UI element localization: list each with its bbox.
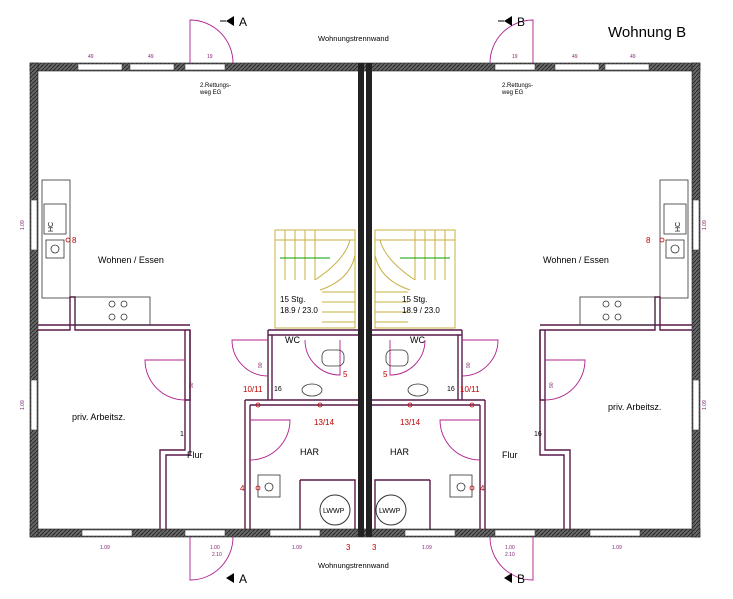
room-har-right: HAR: [390, 447, 410, 457]
lwwp-units: [319, 494, 407, 526]
room-arbeit-right: priv. Arbeitsz.: [608, 402, 661, 412]
hc-left: HC: [48, 222, 55, 232]
room-wohnen-left: Wohnen / Essen: [98, 255, 164, 265]
marker-5-left: 5: [343, 370, 348, 379]
party-wall-label-top: Wohnungstrennwand: [318, 34, 389, 43]
stairs-count-right: 15 Stg.: [402, 295, 427, 304]
marker-5-right: 5: [383, 370, 388, 379]
dim-bot-6: 1.09: [612, 545, 622, 551]
stairs-count-left: 15 Stg.: [280, 295, 305, 304]
dim-flur-door-right: 90: [549, 382, 555, 388]
stairs-right: [374, 229, 456, 329]
room-wc-right: WC: [410, 335, 425, 345]
marker-1314-right: 13/14: [400, 418, 421, 427]
lwwp-left: LWWP: [323, 508, 345, 515]
dim-side-right-2: 1.09: [702, 400, 708, 410]
doors: [144, 19, 586, 581]
party-wall-label-bottom: Wohnungstrennwand: [318, 561, 389, 570]
kitchen-left: [41, 179, 151, 326]
section-arrows: [220, 16, 512, 583]
mark-16-left: 16: [274, 386, 282, 393]
room-wohnen-right: Wohnen / Essen: [543, 255, 609, 265]
dim-bot-2: 1.00: [210, 545, 220, 551]
dim-bot-1: 1.09: [100, 545, 110, 551]
mark-16-flur-right: 16: [534, 431, 542, 438]
marker-4-right: 4: [480, 484, 485, 493]
marker-4-left: 4: [240, 484, 245, 493]
stairs-left: [274, 229, 356, 329]
rescue-route-left-1: 2.Rettungs-: [200, 83, 231, 89]
room-har-left: HAR: [300, 447, 320, 457]
rescue-route-left-2: weg EG: [199, 90, 222, 96]
dim-wc-door-right: 90: [466, 362, 472, 368]
plan-title: Wohnung B: [608, 24, 686, 41]
lwwp-right: LWWP: [379, 508, 401, 515]
mark-1-left: 1: [180, 431, 184, 438]
section-mark-a-bottom: A: [239, 572, 247, 586]
rescue-route-right-2: weg EG: [501, 90, 524, 96]
dim-flur-door-left: 90: [189, 382, 195, 388]
outer-walls: [29, 62, 701, 538]
wc-fixtures: [257, 349, 473, 498]
hc-right: HC: [675, 222, 682, 232]
mark-16-right: 16: [447, 386, 455, 393]
dim-side-right-1: 1.09: [702, 220, 708, 230]
dim-top-3: 49: [572, 54, 578, 60]
marker-3-left: 3: [346, 543, 351, 552]
dim-wc-door-left: 90: [258, 362, 264, 368]
room-flur-right: Flur: [502, 450, 518, 460]
kitchen-right: [579, 179, 689, 326]
electrical-markers: [65, 237, 665, 491]
stairs-dim-left: 18.9 / 23.0: [280, 306, 318, 315]
windows: [30, 63, 700, 537]
dim-door-h-left: 2.10: [212, 552, 222, 558]
rescue-route-right-1: 2.Rettungs-: [502, 83, 533, 89]
marker-8-left: 8: [72, 236, 77, 245]
stairs-dim-right: 18.9 / 23.0: [402, 306, 440, 315]
section-mark-b-bottom: B: [517, 572, 525, 586]
party-wall: [358, 63, 364, 537]
dim-bot-5: 1.00: [505, 545, 515, 551]
interior-walls-right: [372, 296, 692, 529]
dim-door-top-right: 19: [512, 54, 518, 60]
marker-1314-left: 13/14: [314, 418, 335, 427]
marker-1011-right: 10/11: [460, 385, 480, 394]
marker-8-right: 8: [646, 236, 651, 245]
section-mark-a-top: A: [239, 15, 247, 29]
dim-door-h-right: 2.10: [505, 552, 515, 558]
dim-top-4: 49: [630, 54, 636, 60]
dim-door-top-left: 19: [207, 54, 213, 60]
dim-side-left-1: 1.09: [20, 220, 26, 230]
room-flur-left: Flur: [187, 450, 203, 460]
dim-top-1: 49: [88, 54, 94, 60]
dim-bot-3: 1.09: [292, 545, 302, 551]
dim-top-2: 49: [148, 54, 154, 60]
dim-side-left-2: 1.09: [20, 400, 26, 410]
dim-bot-4: 1.09: [422, 545, 432, 551]
marker-1011-left: 10/11: [243, 385, 263, 394]
room-arbeit-left: priv. Arbeitsz.: [72, 412, 125, 422]
room-wc-left: WC: [285, 335, 300, 345]
section-mark-b-top: B: [517, 15, 525, 29]
marker-3-right: 3: [372, 543, 377, 552]
interior-walls-left: [38, 296, 358, 529]
